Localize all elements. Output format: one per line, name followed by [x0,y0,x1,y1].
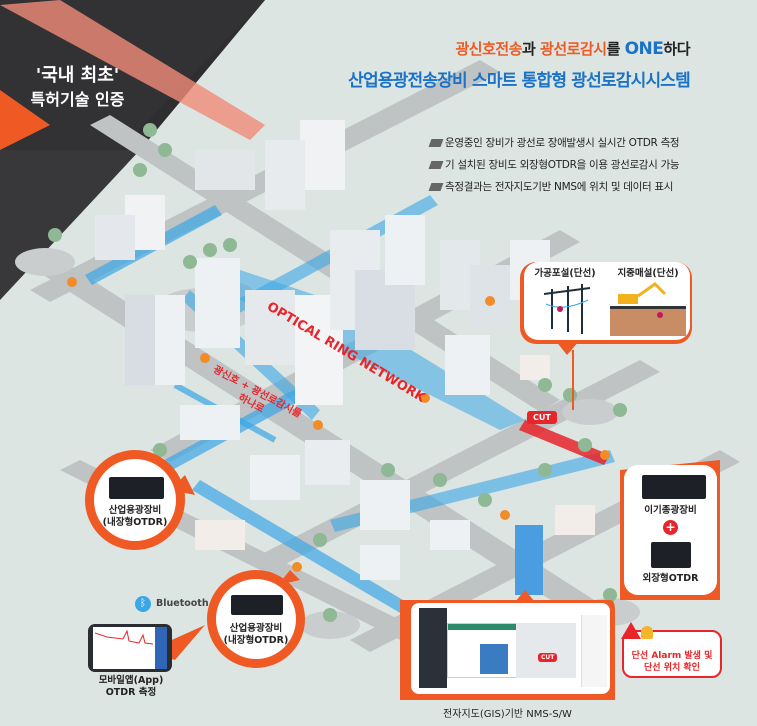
utility-pole-icon [543,284,591,334]
bluetooth-label: Bluetooth [156,598,209,609]
patent-badge: '국내 최초' 특허기술 인증 [10,64,145,112]
headline-monitor: 광선로감시 [540,40,607,58]
feature-item: 측정결과는 전자지도기반 NMS에 위치 및 데이터 표시 [428,176,679,198]
excavator-icon [610,282,686,336]
bell-icon [641,626,653,639]
headline-text: 하다 [663,40,690,58]
feature-list: 운영중인 장비가 광선로 장애발생시 실시간 OTDR 측정 기 설치된 장비도… [428,132,680,198]
device-callout: 산업용광장비 (내장형OTDR) [85,450,185,550]
nms-screenshot: CUT [411,603,610,694]
headline-text: 를 [606,40,625,58]
mobile-label-line: 모바일앱(App) [98,675,164,686]
badge-line2: 특허기술 인증 [30,90,125,109]
nms-caption: 전자지도(GIS)기반 NMS-S/W [443,709,572,720]
mobile-phone [88,624,172,672]
mobile-label-line: OTDR 측정 [105,687,157,698]
trees [48,123,647,622]
stripe-orange [0,90,50,150]
legacy-equipment-label: 이기종광장비 [644,505,697,516]
stripe [0,0,265,140]
external-otdr-icon [651,542,691,568]
bullet-icon [428,183,444,191]
plus-icon: + [663,520,678,535]
optical-equipment-icon [231,595,283,615]
headline-text: 과 [522,40,541,58]
device-label: 산업용광장비 [229,623,283,634]
feature-text: 측정결과는 전자지도기반 NMS에 위치 및 데이터 표시 [445,181,674,193]
optical-equipment-icon [109,477,164,499]
headline: 광신호전송과 광선로감시를 ONE하다 [330,38,691,59]
bullet-icon [428,161,444,169]
feature-item: 기 설치된 장비도 외장형OTDR을 이용 광선로감시 가능 [428,154,680,176]
feature-text: 기 설치된 장비도 외장형OTDR을 이용 광선로감시 가능 [445,159,680,171]
buildings [95,120,595,595]
cut-marker: CUT [527,411,557,424]
mobile-label: 모바일앱(App) OTDR 측정 [85,675,177,699]
headline-one: ONE [624,39,664,59]
subheadline: 산업용광전송장비 스마트 통합형 광선로감시시스템 [348,71,691,91]
underground-label: 지중매설(단선) [617,268,679,279]
feature-item: 운영중인 장비가 광선로 장애발생시 실시간 OTDR 측정 [428,132,680,154]
headline-signal: 광신호전송 [455,40,523,58]
optical-equipment-icon [642,475,706,499]
mobile-otdr-screen [93,627,167,669]
device-label: (내장형OTDR) [102,517,168,528]
alarm-line: 단선 위치 확인 [644,663,700,673]
warning-icon [621,622,641,639]
bluetooth-icon: ᛒ [135,596,151,612]
gis-map [516,623,576,678]
nms-cut-marker: CUT [538,653,558,662]
external-otdr-label: 외장형OTDR [642,573,699,584]
otdr-graph-window [447,623,517,678]
device-label: (내장형OTDR) [223,635,289,646]
bullet-icon [428,139,444,147]
legacy-equipment-callout: 이기종광장비 + 외장형OTDR [624,465,717,595]
alarm-line: 단선 Alarm 발생 및 [631,651,713,661]
nms-event-panel [581,615,607,687]
nms-sidebar [419,608,447,688]
aerial-label: 가공포설(단선) [534,268,596,279]
device-label: 산업용광장비 [108,505,162,516]
fault-callout: 가공포설(단선) 지중매설(단선) [520,262,692,344]
feature-text: 운영중인 장비가 광선로 장애발생시 실시간 OTDR 측정 [445,137,680,149]
device-callout: 산업용광장비 (내장형OTDR) [207,570,305,668]
badge-line1: '국내 최초' [35,65,120,86]
